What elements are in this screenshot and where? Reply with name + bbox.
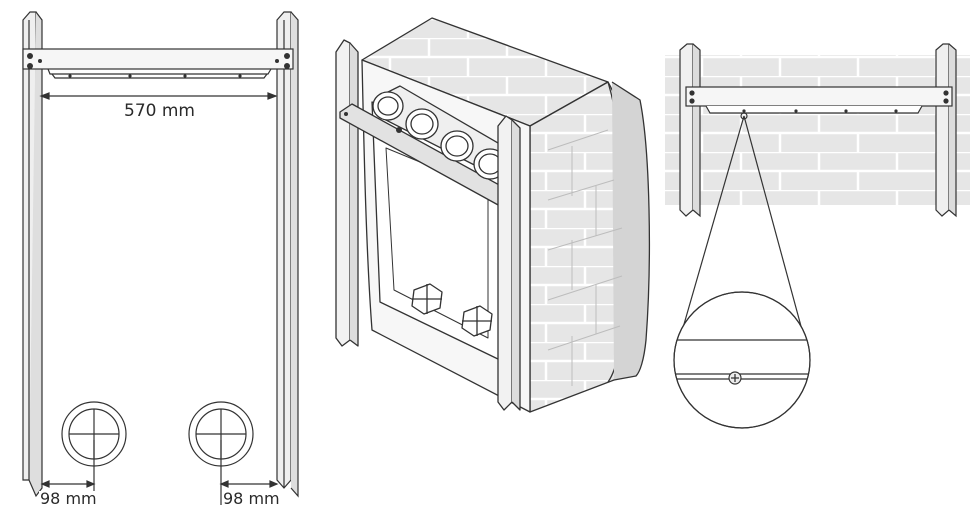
right-rail xyxy=(276,11,299,498)
left-rail xyxy=(22,11,43,498)
width-dimension-label: 570 mm xyxy=(122,101,197,121)
left-rail xyxy=(335,39,359,347)
left-rail xyxy=(679,43,701,218)
brick-wall-icon xyxy=(665,55,970,205)
cable-entry-icon xyxy=(61,401,127,467)
isometric-view-panel xyxy=(335,17,651,413)
front-view-panel xyxy=(22,11,299,505)
screw-icon xyxy=(689,90,949,113)
right-rail xyxy=(935,43,957,218)
width-dimension-line xyxy=(39,92,278,100)
right-offset-label: 98 mm xyxy=(222,489,281,508)
magnifier-callout-icon xyxy=(673,112,811,429)
mounting-bracket xyxy=(22,48,294,79)
screw-icon xyxy=(27,53,290,78)
wall-detail-panel xyxy=(665,43,970,429)
knockout-icon xyxy=(411,283,493,337)
left-offset-label: 98 mm xyxy=(39,489,98,508)
mounting-bracket xyxy=(685,86,953,114)
right-rail xyxy=(497,115,521,411)
